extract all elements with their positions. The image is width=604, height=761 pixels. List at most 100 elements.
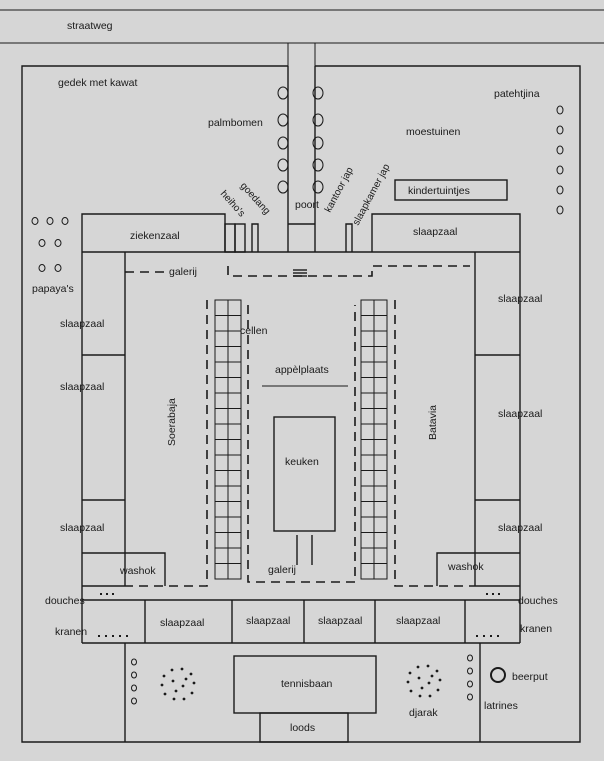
patehtjina-trees [556, 105, 564, 215]
shrub-dot [189, 672, 193, 676]
cell [360, 299, 375, 316]
label-slaapzaal-w1: slaapzaal [60, 318, 104, 330]
cell [360, 501, 375, 518]
cell [373, 470, 388, 487]
label-washok-left: washok [119, 565, 156, 577]
cell [214, 361, 229, 378]
cell [214, 563, 229, 580]
label-galerij-top: galerij [169, 266, 197, 278]
kranen-marks-right [476, 635, 499, 637]
label-kranen-left: kranen [55, 626, 87, 638]
shrub-dot [428, 694, 432, 698]
cell [373, 501, 388, 518]
label-papaya: papaya's [32, 283, 74, 295]
shrub-dot [170, 668, 174, 672]
cell [227, 346, 242, 363]
papaya-trees [31, 217, 69, 272]
shrub-dot [180, 667, 184, 671]
kindertuintjes-box [394, 179, 508, 201]
cell [373, 346, 388, 363]
label-slaapzaal-s1: slaapzaal [160, 617, 204, 629]
cell-block-left [214, 299, 242, 580]
label-straatweg: straatweg [67, 20, 113, 32]
cell [214, 392, 229, 409]
cell [227, 485, 242, 502]
label-slaapzaal-s2: slaapzaal [246, 615, 290, 627]
cell [373, 361, 388, 378]
cell [373, 377, 388, 394]
label-washok-right: washok [447, 561, 484, 573]
label-gedek: gedek met kawat [58, 77, 137, 89]
cell [360, 470, 375, 487]
label-slaapzaal-w2: slaapzaal [60, 381, 104, 393]
shrub-dot [162, 674, 166, 678]
label-slaapzaal-top: slaapzaal [413, 226, 457, 238]
cell [214, 299, 229, 316]
label-latrines: latrines [484, 700, 518, 712]
cell [214, 516, 229, 533]
shrub-dot [409, 689, 413, 693]
beerput-circle [490, 667, 506, 683]
djarak-shrub [406, 664, 442, 698]
cell [227, 532, 242, 549]
label-djarak: djarak [409, 707, 438, 719]
label-poort: poort [295, 199, 319, 211]
label-slaapzaal-e1: slaapzaal [498, 293, 542, 305]
label-batavia: Batavia [427, 405, 439, 440]
main-building [81, 251, 521, 644]
cell [373, 563, 388, 580]
shrub-dot [417, 676, 421, 680]
cell [214, 408, 229, 425]
cell [360, 485, 375, 502]
label-tennisbaan: tennisbaan [281, 678, 333, 690]
label-douches-left: douches [45, 595, 85, 607]
label-slaapzaal-s4: slaapzaal [396, 615, 440, 627]
label-keuken: keuken [285, 456, 319, 468]
shrub-dot [181, 684, 185, 688]
cell [360, 408, 375, 425]
cell [227, 377, 242, 394]
shrub-dot [418, 694, 422, 698]
label-slaapzaal-s3: slaapzaal [318, 615, 362, 627]
label-kantoor: kantoor jap [323, 165, 356, 214]
cell [373, 485, 388, 502]
label-palmbomen: palmbomen [208, 117, 263, 129]
label-loods: loods [290, 722, 315, 734]
cell [360, 563, 375, 580]
cell [227, 361, 242, 378]
cell [214, 439, 229, 456]
cell [227, 392, 242, 409]
cell [214, 501, 229, 518]
top-building-row [81, 213, 521, 253]
cell [227, 470, 242, 487]
cell [373, 423, 388, 440]
cell [373, 532, 388, 549]
cell [227, 563, 242, 580]
label-patehtjina: patehtjina [494, 88, 540, 100]
cell [373, 330, 388, 347]
douches-marks-left [100, 593, 114, 595]
cell [373, 315, 388, 332]
cell [227, 516, 242, 533]
cell [227, 501, 242, 518]
label-slaapzaal-e3: slaapzaal [498, 522, 542, 534]
cell [360, 532, 375, 549]
shrub-dot [435, 669, 439, 673]
shrub-dot [426, 664, 430, 668]
shrub-dot [172, 697, 176, 701]
shrub-dot [406, 680, 410, 684]
cell [214, 377, 229, 394]
shrub-dot [174, 689, 178, 693]
cell [214, 532, 229, 549]
label-beerput: beerput [512, 671, 548, 683]
cell [227, 408, 242, 425]
cell [373, 454, 388, 471]
loods-box [259, 712, 349, 743]
label-slaapzaal-e2: slaapzaal [498, 408, 542, 420]
label-slaapzaal-w3: slaapzaal [60, 522, 104, 534]
shrub-dot [160, 683, 164, 687]
cell [373, 299, 388, 316]
label-ziekenzaal: ziekenzaal [130, 230, 180, 242]
shrub-dot [190, 691, 194, 695]
label-douches-right: douches [518, 595, 558, 607]
